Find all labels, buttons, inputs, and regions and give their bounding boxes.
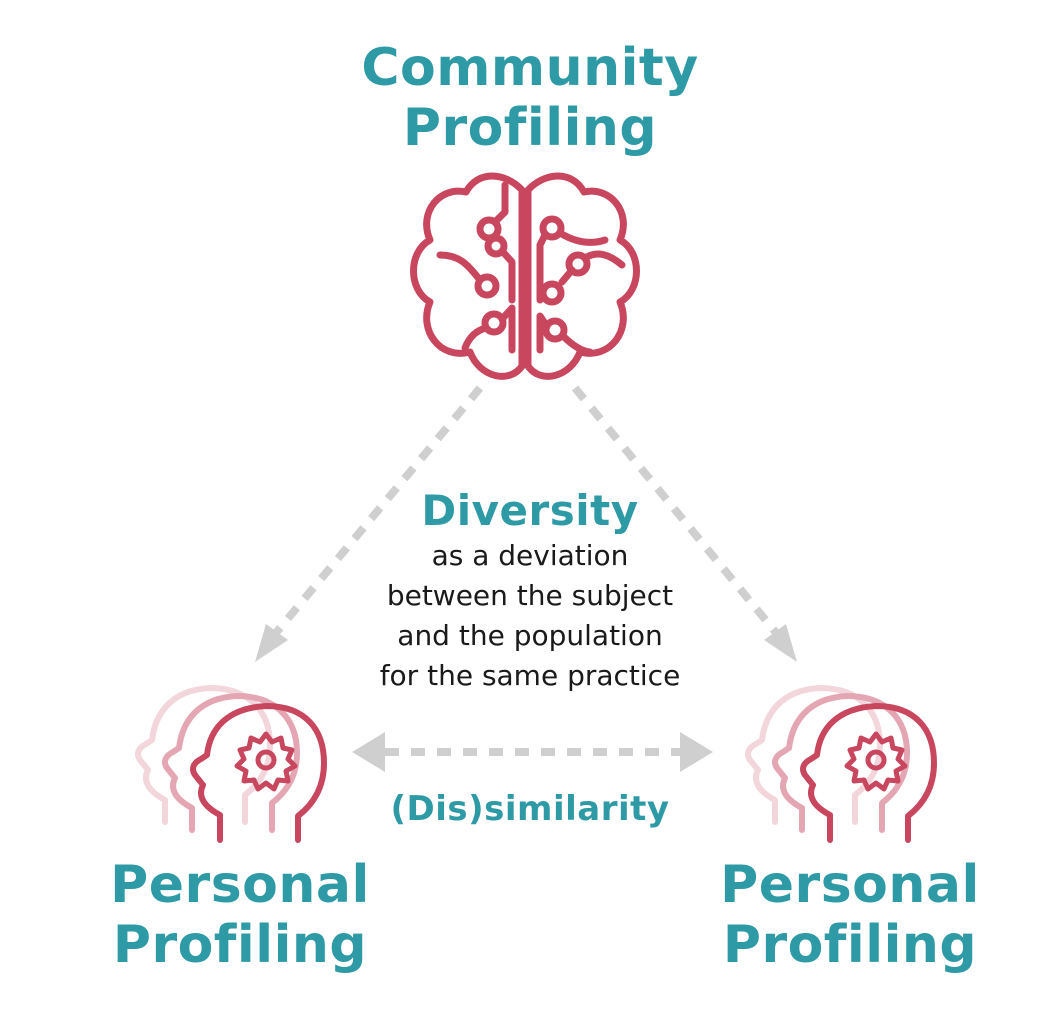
arrow-community-to-right <box>571 385 797 662</box>
community-title-line1: Community <box>361 38 699 98</box>
personal-profiling-title-right: Personal Profiling <box>680 855 1020 975</box>
arrow-bidirectional-similarity <box>352 732 713 772</box>
community-title-line2: Profiling <box>402 98 658 158</box>
dissimilarity-label: (Dis)similarity <box>390 789 670 829</box>
brain-circuit-icon <box>410 172 640 380</box>
personal-left-line2: Profiling <box>112 915 368 975</box>
diversity-description: as a deviation between the subject and t… <box>310 536 750 696</box>
personal-profiling-title-left: Personal Profiling <box>70 855 410 975</box>
head-gear-icon-left <box>135 685 327 843</box>
personal-right-line2: Profiling <box>722 915 978 975</box>
personal-right-line1: Personal <box>720 855 980 915</box>
arrow-community-to-left <box>255 385 484 662</box>
diversity-heading: Diversity <box>421 486 639 535</box>
personal-left-line1: Personal <box>110 855 370 915</box>
diversity-line-2: between the subject <box>386 579 674 612</box>
diversity-line-1: as a deviation <box>431 539 629 572</box>
diversity-line-4: for the same practice <box>379 659 681 692</box>
diversity-line-3: and the population <box>397 619 663 652</box>
community-profiling-title: Community Profiling <box>250 38 810 158</box>
head-gear-icon-right <box>745 685 937 843</box>
